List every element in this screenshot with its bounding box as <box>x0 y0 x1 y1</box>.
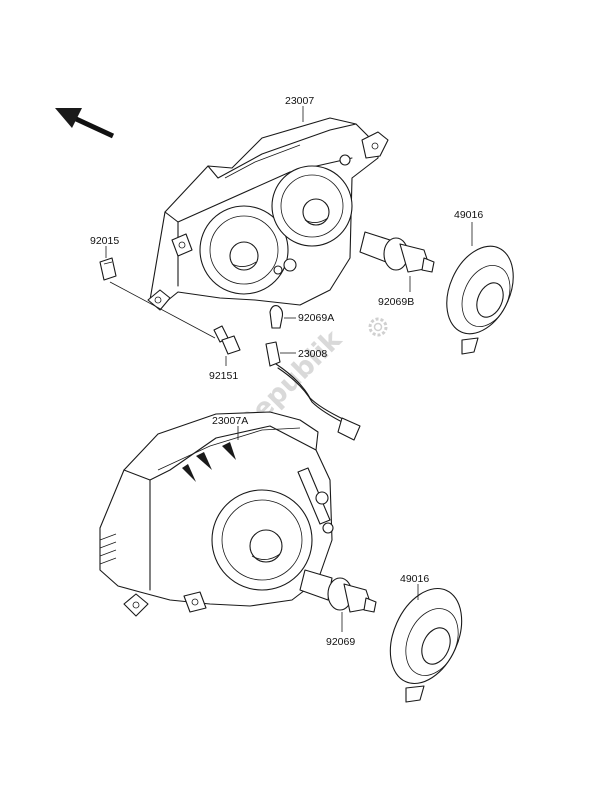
front-direction-arrow-icon <box>55 108 115 139</box>
bulb-92069A <box>269 305 284 329</box>
label-92015: 92015 <box>90 235 119 247</box>
bulb-cover-49016-top <box>446 245 514 355</box>
bolt-92151 <box>213 325 241 355</box>
bulb-92069B <box>359 231 435 273</box>
label-23008: 23008 <box>298 348 327 360</box>
clip-nut-92015 <box>99 257 117 281</box>
label-92069: 92069 <box>326 636 355 648</box>
headlight-housing-upper <box>147 117 389 311</box>
socket-wire-23008 <box>265 341 361 441</box>
leader-clip-to-bolt <box>109 281 216 339</box>
bulb-92069 <box>299 569 377 613</box>
label-23007: 23007 <box>285 95 314 107</box>
label-49016-top: 49016 <box>454 209 483 221</box>
label-92151: 92151 <box>209 370 238 382</box>
label-92069A: 92069A <box>298 312 334 324</box>
label-23007A: 23007A <box>212 415 248 427</box>
label-92069B: 92069B <box>378 296 414 308</box>
gear-icon <box>368 317 388 337</box>
bulb-cover-49016-bottom <box>389 587 463 703</box>
headlight-housing-lower <box>99 411 334 617</box>
label-49016-bottom: 49016 <box>400 573 429 585</box>
